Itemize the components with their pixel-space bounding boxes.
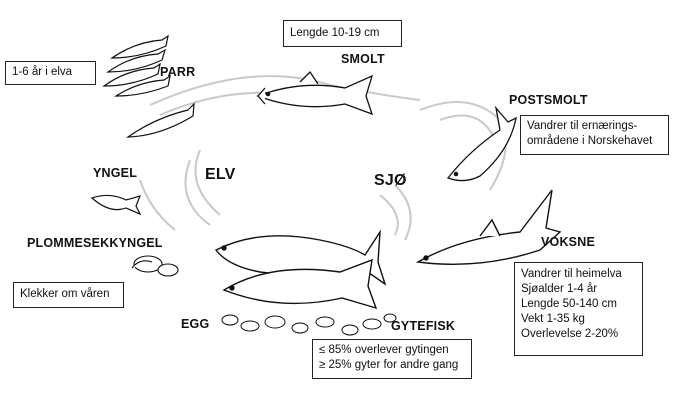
smolt-length-text: Lengde 10-19 cm: [290, 27, 380, 39]
parr-years-text: 1-6 år i elva: [12, 66, 73, 78]
stage-label-postsmolt: POSTSMOLT: [509, 93, 588, 107]
stage-label-parr: PARR: [160, 65, 196, 79]
hatching-text: Klekker om våren: [20, 288, 110, 300]
postsmolt-info-line-2: områdene i Norskehavet: [527, 135, 653, 147]
spawning-info-line-2: ≥ 25% gyter for andre gang: [319, 359, 459, 371]
stage-label-egg: EGG: [181, 317, 210, 331]
stage-label-gytefisk: GYTEFISK: [391, 319, 456, 333]
habitat-label-river: ELV: [205, 166, 236, 183]
spawning-fish-icon: [214, 229, 387, 310]
smolt-length-box: Lengde 10-19 cm: [283, 20, 402, 47]
adult-info-line-5: Overlevelse 2-20%: [521, 328, 619, 340]
adult-info-line-3: Lengde 50-140 cm: [521, 298, 617, 310]
habitat-label-sea: SJØ: [374, 172, 407, 189]
stage-label-yngel: YNGEL: [93, 166, 138, 180]
adult-salmon-icon: [415, 189, 562, 265]
postsmolt-info-box: Vandrer til ernærings- områdene i Norske…: [520, 115, 669, 155]
spawning-info-line-1: ≤ 85% overlever gytingen: [319, 344, 449, 356]
yngel-fish-icon: [90, 194, 142, 216]
adult-info-line-2: Sjøalder 1-4 år: [521, 283, 598, 295]
spawning-info-box: ≤ 85% overlever gytingen ≥ 25% gyter for…: [312, 339, 472, 379]
adult-info-box: Vandrer til heimelva Sjøalder 1-4 år Len…: [514, 262, 643, 356]
adult-info-line-4: Vekt 1-35 kg: [521, 313, 585, 325]
gravel-bed-icon: [221, 313, 397, 336]
smolt-fish-icon: [256, 70, 374, 116]
hatching-box: Klekker om våren: [13, 282, 124, 308]
stage-label-smolt: SMOLT: [341, 52, 385, 66]
postsmolt-info-line-1: Vandrer til ernærings-: [527, 120, 638, 132]
adult-info-line-1: Vandrer til heimelva: [521, 268, 622, 280]
stage-label-plommesekkyngel: PLOMMESEKKYNGEL: [27, 236, 163, 250]
stage-label-voksne: VOKSNE: [541, 235, 595, 249]
postsmolt-fish-icon: [446, 105, 517, 182]
yolk-sac-fry-icon: [131, 255, 179, 277]
parr-years-box: 1-6 år i elva: [5, 61, 96, 85]
parr-fish-icon: [102, 34, 195, 138]
